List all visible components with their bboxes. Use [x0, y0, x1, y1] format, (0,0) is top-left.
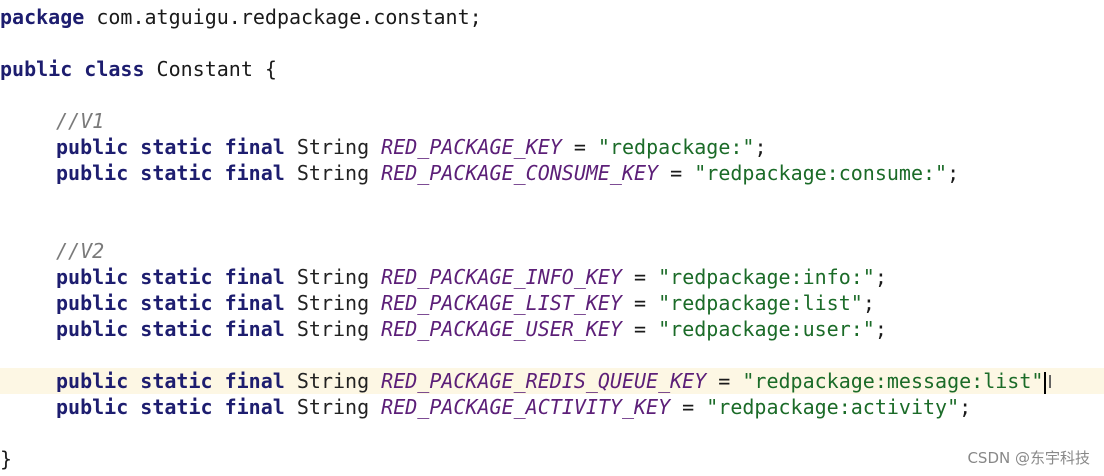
semicolon: ; — [959, 395, 972, 419]
keyword-static: static — [140, 135, 213, 159]
keyword-public: public — [56, 291, 129, 315]
type-string: String — [296, 135, 370, 159]
comment: //V1 — [56, 109, 105, 133]
equals: = — [670, 395, 707, 419]
code-line-closing-brace[interactable]: } — [0, 446, 1104, 472]
code-line-package[interactable]: package com.atguigu.redpackage.constant; — [0, 4, 1104, 30]
code-line-field[interactable]: public static final String RED_PACKAGE_L… — [56, 290, 1104, 316]
keyword-final: final — [224, 265, 285, 289]
semicolon: ; — [874, 265, 887, 289]
keyword-package: package — [0, 5, 85, 29]
keyword-static: static — [140, 265, 213, 289]
keyword-static: static — [140, 291, 213, 315]
keyword-public: public — [56, 317, 129, 341]
string-literal: "redpackage:" — [597, 135, 755, 159]
string-literal: "redpackage:activity" — [706, 395, 960, 419]
keyword-static: static — [140, 369, 213, 393]
keyword-final: final — [224, 161, 285, 185]
equals: = — [621, 317, 659, 341]
keyword-public: public — [56, 265, 129, 289]
equals: = — [621, 291, 659, 315]
field-name: RED_PACKAGE_KEY — [381, 135, 562, 159]
keyword-public: public — [56, 161, 129, 185]
code-line-field[interactable]: public static final String RED_PACKAGE_U… — [56, 316, 1104, 342]
keyword-static: static — [140, 161, 213, 185]
keyword-public: public — [0, 57, 73, 81]
type-string: String — [296, 369, 370, 393]
type-string: String — [296, 265, 370, 289]
text-caret — [1044, 371, 1047, 394]
semicolon: ; — [754, 135, 767, 159]
field-name: RED_PACKAGE_LIST_KEY — [381, 291, 622, 315]
string-literal: "redpackage:list" — [658, 291, 863, 315]
semicolon: ; — [862, 291, 875, 315]
keyword-class: class — [84, 57, 145, 81]
code-line-field[interactable]: public static final String RED_PACKAGE_I… — [56, 264, 1104, 290]
keyword-static: static — [140, 395, 213, 419]
keyword-final: final — [224, 317, 285, 341]
string-literal: "redpackage:consume:" — [694, 161, 948, 185]
equals: = — [658, 161, 695, 185]
semicolon: ; — [947, 161, 960, 185]
code-line-comment-v2[interactable]: //V2 — [56, 238, 1104, 264]
comment: //V2 — [56, 239, 105, 263]
keyword-final: final — [224, 369, 285, 393]
string-literal: "redpackage:info:" — [658, 265, 875, 289]
semicolon: ; — [874, 317, 887, 341]
keyword-final: final — [224, 135, 285, 159]
code-line-field[interactable]: public static final String RED_PACKAGE_A… — [56, 394, 1104, 420]
package-name: com.atguigu.redpackage.constant; — [84, 5, 482, 29]
type-string: String — [296, 395, 370, 419]
type-string: String — [296, 317, 370, 341]
code-line-field[interactable]: public static final String RED_PACKAGE_K… — [56, 134, 1104, 160]
keyword-final: final — [224, 395, 285, 419]
field-name: RED_PACKAGE_CONSUME_KEY — [381, 161, 659, 185]
type-string: String — [296, 291, 370, 315]
field-name: RED_PACKAGE_USER_KEY — [381, 317, 622, 341]
field-name: RED_PACKAGE_REDIS_QUEUE_KEY — [381, 369, 707, 393]
class-name: Constant { — [144, 57, 277, 81]
ibeam-cursor-icon: Ⅰ — [1047, 372, 1053, 393]
csdn-watermark: CSDN @东宇科技 — [967, 449, 1090, 467]
keyword-public: public — [56, 395, 129, 419]
equals: = — [706, 369, 743, 393]
keyword-final: final — [224, 291, 285, 315]
type-string: String — [296, 161, 370, 185]
keyword-public: public — [56, 135, 129, 159]
code-line-class[interactable]: public class Constant { — [0, 56, 1104, 82]
equals: = — [621, 265, 659, 289]
string-literal: "redpackage:user:" — [658, 317, 875, 341]
string-literal: "redpackage:message:list" — [742, 369, 1044, 393]
keyword-static: static — [140, 317, 213, 341]
keyword-public: public — [56, 369, 129, 393]
field-name: RED_PACKAGE_INFO_KEY — [381, 265, 622, 289]
code-line-field-current[interactable]: public static final String RED_PACKAGE_R… — [0, 368, 1104, 394]
equals: = — [561, 135, 598, 159]
field-name: RED_PACKAGE_ACTIVITY_KEY — [381, 395, 671, 419]
code-line-comment-v1[interactable]: //V1 — [56, 108, 1104, 134]
code-line-field[interactable]: public static final String RED_PACKAGE_C… — [56, 160, 1104, 186]
closing-brace: } — [0, 447, 13, 471]
